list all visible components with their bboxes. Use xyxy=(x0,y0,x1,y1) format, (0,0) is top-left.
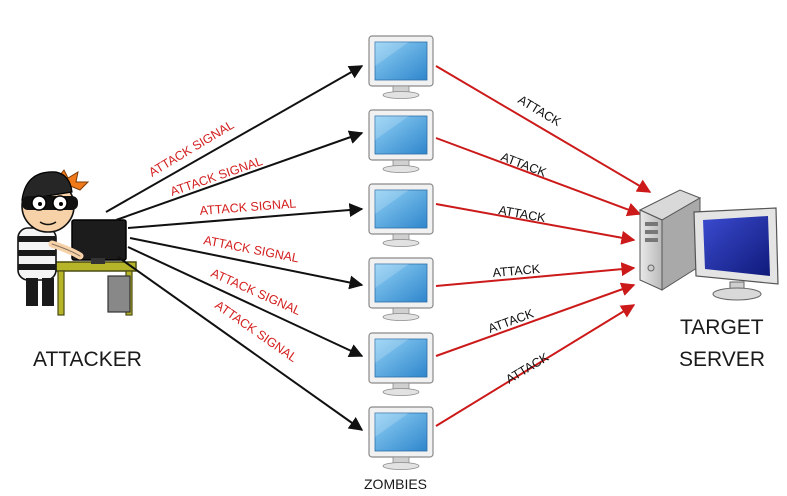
attack-label-3: ATTACK xyxy=(497,203,547,225)
target-label-line2: SERVER xyxy=(679,348,765,371)
attack-arrow-1 xyxy=(435,65,652,193)
signal-arrow-4 xyxy=(129,237,364,290)
attack-labels: ATTACK ATTACK ATTACK ATTACK ATTACK ATTAC… xyxy=(486,93,564,387)
attack-label-2: ATTACK xyxy=(499,150,549,180)
signal-arrow-5 xyxy=(127,246,364,358)
zombie-computer-icon xyxy=(368,183,434,247)
zombie-computers xyxy=(368,35,434,470)
target-label-line1: TARGET xyxy=(680,316,764,339)
signal-arrow-2 xyxy=(115,130,364,221)
attacker-label: ATTACKER xyxy=(33,348,142,371)
attack-label-5: ATTACK xyxy=(486,306,536,336)
zombie-computer-icon xyxy=(368,406,434,470)
attack-arrow-2 xyxy=(435,137,642,217)
zombie-computer-icon xyxy=(368,109,434,173)
zombie-computer-icon xyxy=(368,257,434,321)
attack-arrow-3 xyxy=(435,203,636,245)
attack-signal-arrows xyxy=(105,65,364,431)
zombies-label: ZOMBIES xyxy=(364,476,427,492)
attack-label-4: ATTACK xyxy=(492,262,541,280)
signal-label-4: ATTACK SIGNAL xyxy=(202,233,300,265)
signal-arrow-6 xyxy=(117,256,364,431)
signal-arrow-3 xyxy=(127,203,364,229)
attack-arrows xyxy=(435,65,652,427)
attack-label-6: ATTACK xyxy=(503,350,551,387)
attack-arrow-4 xyxy=(435,262,636,287)
attack-arrow-6 xyxy=(435,304,636,427)
zombie-computer-icon xyxy=(368,35,434,99)
attack-label-1: ATTACK xyxy=(515,93,563,130)
attack-arrow-5 xyxy=(435,282,636,357)
attacker-icon xyxy=(17,169,137,316)
signal-arrow-1 xyxy=(105,65,364,213)
attack-signal-labels: ATTACK SIGNAL ATTACK SIGNAL ATTACK SIGNA… xyxy=(146,118,303,365)
zombie-computer-icon xyxy=(368,332,434,396)
target-server-icon xyxy=(638,189,779,301)
